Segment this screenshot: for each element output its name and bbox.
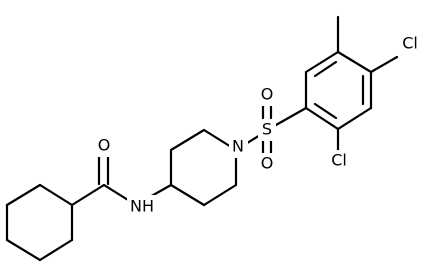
atom-label-layer: NH O N S O O Cl Cl (95, 33, 424, 217)
carbonyl-oxygen-label: O (98, 136, 111, 155)
sulfonyl-oxygen-bottom-label: O (261, 154, 274, 173)
chlorine-top-label: Cl (402, 34, 418, 53)
nh-label: NH (130, 197, 154, 216)
sulfur-label: S (262, 120, 272, 139)
sulfonamide-nitrogen-label: N (232, 137, 244, 156)
chlorine-bottom-label: Cl (331, 151, 347, 170)
sulfonyl-oxygen-top-label: O (261, 85, 274, 104)
bond-layer (5, 15, 399, 262)
